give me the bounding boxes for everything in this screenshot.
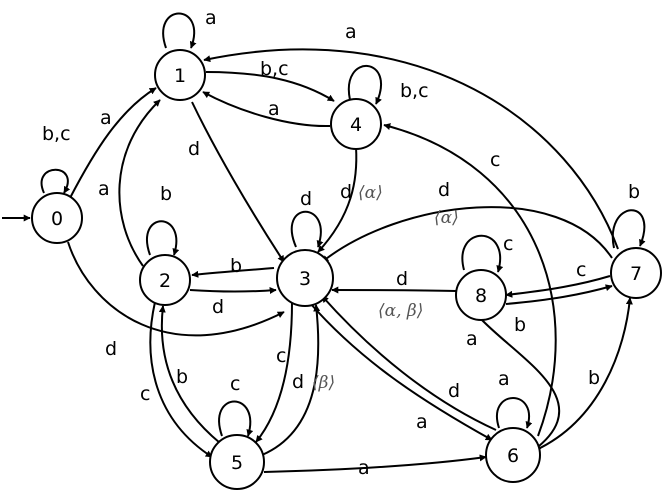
edge-1-4-label: b,c [260,58,289,80]
edge-2-3-label: d [212,296,224,318]
loop-6 [496,397,533,429]
state-4: 4 [330,98,382,150]
edge-3-2 [191,267,275,278]
state-2-label: 2 [159,270,171,292]
edge-2-5-label: c [140,383,150,405]
state-1-label: 1 [174,65,186,87]
annotation-alpha-beta-8-3: ⟨α, β⟩ [378,301,423,321]
loop-4 [347,64,383,105]
state-7: 7 [610,247,662,299]
loop-0 [40,168,71,194]
state-2: 2 [139,254,191,306]
edge-5-3 [261,304,321,456]
edge-3-5-label: c [276,345,286,367]
state-6: 6 [485,427,541,483]
edge-0-3-label: d [105,338,117,360]
loop-1-label: a [205,7,217,29]
edge-5-2 [158,305,221,444]
edge-5-2-label: b [176,366,188,388]
edge-3-2-label: b [230,255,242,277]
state-7-label: 7 [630,263,642,285]
loop-3 [290,210,324,248]
loop-8 [461,234,504,273]
annotation-alpha-7-3: ⟨α⟩ [434,208,459,228]
state-1: 1 [154,49,206,101]
edge-6-7 [535,297,633,451]
edge-4-1-label: a [268,98,280,120]
edge-6-4-label: c [490,149,500,171]
annotation-alpha-4-3: ⟨α⟩ [358,183,383,203]
edge-8-6 [479,317,561,451]
edge-7-8-label: c [576,259,586,281]
edge-4-3 [317,146,358,253]
edge-0-1-label: a [100,107,112,129]
state-8-label: 8 [475,285,487,307]
loop-2 [146,220,180,256]
edge-0-1 [69,87,157,199]
loop-6-label: a [498,368,510,390]
state-5-label: 5 [231,452,243,474]
loop-5 [218,400,254,437]
annotation-beta-5-3: ⟨β⟩ [312,373,335,393]
state-3-label: 3 [299,268,311,290]
edge-6-3 [321,295,497,431]
edge-3-5 [255,301,293,443]
edge-7-3-label: d [438,179,450,201]
loop-7-label: b [628,181,640,203]
loop-4-label: b,c [400,80,429,102]
loop-7 [611,209,646,249]
state-5: 5 [209,434,265,490]
edge-2-1 [118,99,161,267]
edge-5-3-label: d [292,371,304,393]
edge-6-4 [383,123,557,437]
loop-3-label: d [300,188,312,210]
edge-1-3-label: d [188,138,200,160]
edge-5-6-label: a [358,457,370,479]
edge-1-3 [191,101,285,263]
loop-2-label: b [160,183,172,205]
loop-8-label: c [503,233,513,255]
edge-0-3 [67,241,285,337]
edge-8-7 [505,284,613,305]
edge-6-7-label: b [588,367,600,389]
state-3: 3 [276,249,334,307]
edge-8-7-label: b [514,314,526,336]
state-0-label: 0 [51,208,63,230]
edge-8-6-label: a [466,328,478,350]
edge-7-1 [203,48,619,250]
edge-6-3-label: d [448,380,460,402]
state-4-label: 4 [350,114,362,136]
state-6-label: 6 [507,445,519,467]
edge-2-1-label: a [98,178,110,200]
edge-3-6 [309,302,493,441]
edge-3-6-label: a [416,411,428,433]
edge-2-3 [189,286,277,294]
edge-7-3 [321,206,613,263]
edge-4-1 [202,91,331,128]
state-8: 8 [455,269,507,321]
loop-0-label: b,c [42,123,71,145]
edge-7-8 [505,275,611,298]
loop-1 [162,12,197,49]
edge-4-3-label: d [340,181,352,203]
edge-1-4 [205,71,335,102]
edge-5-6 [263,454,487,473]
edge-8-3 [331,286,457,294]
loop-5-label: c [230,373,240,395]
edge-8-3-label: d [396,268,408,290]
edge-2-5 [149,301,213,458]
edge-7-1-label: a [345,21,357,43]
state-0: 0 [31,192,83,244]
